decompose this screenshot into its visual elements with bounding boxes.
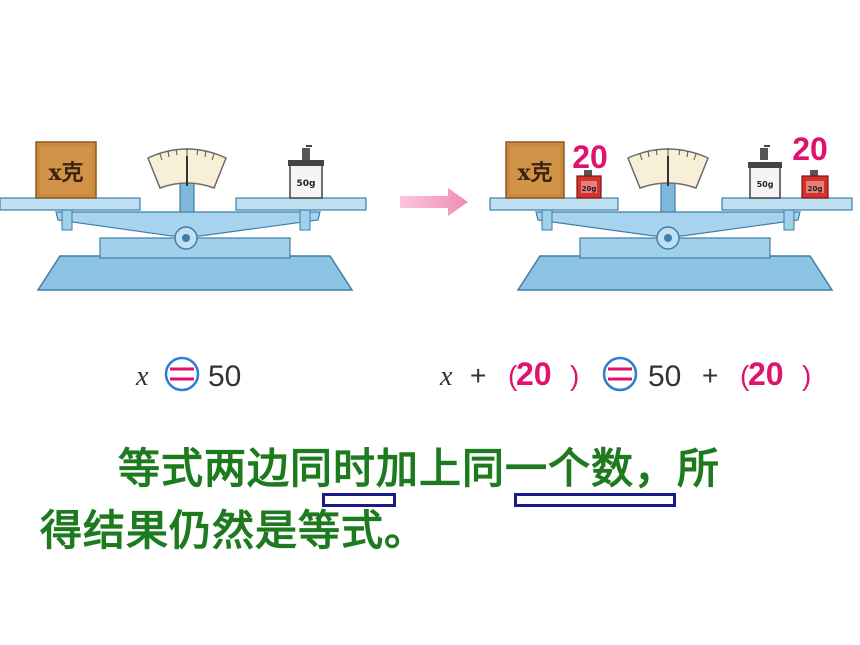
box-label: x克 <box>517 160 552 186</box>
eq-added: 20 <box>516 356 552 392</box>
added-weight-left: 20g <box>576 170 602 199</box>
left-balance-scale: x克 50g <box>0 141 367 291</box>
weight-label: 50g <box>297 179 316 189</box>
statement-line-1: 等式两边同时加上同一个数，所 <box>118 444 721 493</box>
statement-line-2: 得结果仍然是等式。 <box>40 506 428 555</box>
eq-close-paren: ) <box>802 360 811 391</box>
eq-added: 20 <box>748 356 784 392</box>
scale-base <box>36 255 354 291</box>
left-pan <box>0 197 141 211</box>
weight-50g: 50g <box>748 145 782 199</box>
eq-plus: + <box>470 360 486 391</box>
weight-label: 50g <box>757 180 774 189</box>
rule-statement: 等式两边同时加上同一个数，所 得结果仍然是等式。 <box>40 438 830 562</box>
added-number-right: 20 <box>792 131 828 167</box>
eq-value: 50 <box>648 360 681 393</box>
eq-variable: x <box>135 361 149 392</box>
eq-open-paren: ( <box>740 360 750 391</box>
weight-50g: 50g <box>288 145 324 199</box>
eq-open-paren: ( <box>508 360 518 391</box>
right-balance-scale: x克 20g 20 50g 20g 20 <box>489 131 853 291</box>
eq-variable: x <box>439 361 453 392</box>
left-equation: x 50 <box>135 356 241 393</box>
scale-beam <box>535 211 801 237</box>
eq-close-paren: ) <box>570 360 579 391</box>
right-pan <box>721 197 853 211</box>
scene: x克 50g <box>0 131 853 393</box>
eq-value: 50 <box>208 360 241 393</box>
transform-arrow <box>400 188 468 216</box>
unknown-weight-box: x克 <box>35 141 97 199</box>
left-pan <box>489 197 619 211</box>
weight-label: 20g <box>582 185 597 193</box>
right-pan <box>235 197 367 211</box>
added-weight-right: 20g <box>801 170 829 199</box>
weight-label: 20g <box>808 185 823 193</box>
unknown-weight-box: x克 <box>505 141 565 199</box>
box-label: x克 <box>48 160 83 186</box>
scale-base <box>516 255 834 291</box>
scale-beam <box>55 211 321 237</box>
equals-circle <box>164 356 200 392</box>
eq-plus: + <box>702 360 718 391</box>
right-equation: x + ( 20 ) 50 + ( 20 ) <box>439 356 811 393</box>
added-number-left: 20 <box>572 139 608 175</box>
highlight-box-same-time <box>322 493 396 507</box>
equals-circle <box>602 356 638 392</box>
highlight-box-same-number <box>514 493 676 507</box>
